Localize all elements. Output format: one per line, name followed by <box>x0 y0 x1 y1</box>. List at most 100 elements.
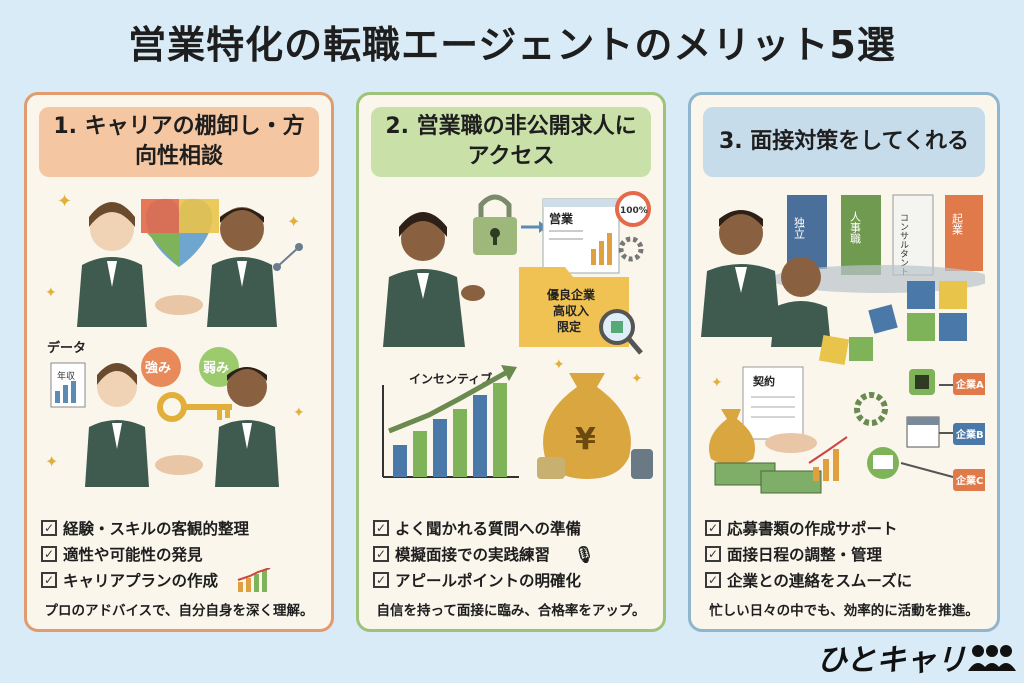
gear-icon <box>854 392 888 426</box>
door-consultant: コンサルタント <box>892 194 934 276</box>
merit-card-1: 1. キャリアの棚卸し・方向性相談 ✦ ✦ ✦ <box>24 92 334 632</box>
bullet-item: ✓経験・スキルの客観的整理 <box>41 515 325 541</box>
svg-text:独立: 独立 <box>793 217 806 239</box>
card-summary: 忙しい日々の中でも、効率的に活動を推進。 <box>709 603 979 619</box>
card-heading: 2. 営業職の非公開求人にアクセス <box>371 107 651 177</box>
gear-icon <box>618 236 644 262</box>
svg-text:100%: 100% <box>620 206 648 216</box>
people-icon <box>968 645 1016 671</box>
brand-logo[interactable]: ひとキャリ <box>817 635 1016 679</box>
money-bag-icon: ¥ <box>543 373 631 479</box>
contract-document-icon: 契約 <box>742 366 804 440</box>
magnifier-icon <box>599 309 643 355</box>
data-label: データ <box>47 340 86 356</box>
consultation-illustration: ✦ ✦ ✦ データ <box>45 191 305 487</box>
merit-card-3: 3. 面接対策をしてくれる 独立 人事職 コンサルタント 起業 <box>688 92 1000 632</box>
checkbox-icon: ✓ <box>373 546 389 562</box>
coin-stack-icon <box>537 449 653 479</box>
company-b-box: 企業B <box>953 423 985 445</box>
person-client-icon <box>771 257 831 347</box>
sales-report-icon: 営業 <box>542 198 620 274</box>
page-title: 営業特化の転職エージェントのメリット5選 <box>128 23 896 67</box>
card-summary: 自信を持って面接に臨み、合格率をアップ。 <box>376 603 646 619</box>
bullet-list: ✓よく聞かれる質問への準備 ✓模擬面接での実践練習 🎙 ✓アピールポイントの明確… <box>373 515 657 593</box>
bullet-list: ✓経験・スキルの客観的整理 ✓適性や可能性の発見 ✓キャリアプランの作成 <box>41 515 325 593</box>
bullet-item: ✓適性や可能性の発見 <box>41 541 325 567</box>
company-c-box: 企業C <box>953 469 985 491</box>
job-access-illustration: 営業 100% 優良企業 高収入 限定 <box>382 191 653 479</box>
door-startup: 起業 <box>945 195 983 271</box>
person-advisor-icon <box>701 210 781 337</box>
person-woman-icon <box>85 363 149 487</box>
puzzle-heart-icon <box>141 198 219 267</box>
svg-text:コンサルタント: コンサルタント <box>898 213 909 276</box>
growth-chart-icon <box>237 568 271 592</box>
handshake-icon <box>155 295 203 315</box>
microphone-icon: 🎙 <box>574 544 595 564</box>
bullet-item: ✓模擬面接での実践練習 🎙 <box>373 541 657 567</box>
bullet-item: ✓よく聞かれる質問への準備 <box>373 515 657 541</box>
card-heading: 3. 面接対策をしてくれる <box>703 107 985 177</box>
handshake-icon <box>155 455 203 475</box>
sparkle-icon: ✦ <box>287 212 300 231</box>
incentive-label: インセンティブ <box>409 371 492 386</box>
company-a-box: 企業A <box>953 373 985 395</box>
person-woman-icon <box>383 212 485 347</box>
person-man-icon <box>215 367 279 487</box>
sparkle-icon: ✦ <box>45 452 58 471</box>
svg-text:¥: ¥ <box>575 422 596 457</box>
svg-text:強み: 強み <box>145 360 171 376</box>
bullet-item: ✓応募書類の作成サポート <box>705 515 989 541</box>
sparkle-icon: ✦ <box>45 285 57 301</box>
door-independent: 独立 <box>787 195 827 269</box>
sparkle-icon: ✦ <box>57 191 72 212</box>
checkbox-icon: ✓ <box>373 520 389 536</box>
svg-text:契約: 契約 <box>752 374 775 388</box>
checkbox-icon: ✓ <box>373 572 389 588</box>
checkbox-icon: ✓ <box>41 572 57 588</box>
mini-chart-icon <box>808 436 848 481</box>
person-man-icon <box>207 207 277 327</box>
checkbox-icon: ✓ <box>705 546 721 562</box>
svg-text:営業: 営業 <box>549 211 574 226</box>
svg-text:起業: 起業 <box>951 213 964 235</box>
svg-text:企業C: 企業C <box>955 474 983 487</box>
strength-badge: 強み <box>141 347 181 387</box>
door-hr: 人事職 <box>841 195 881 275</box>
svg-text:高収入: 高収入 <box>553 303 589 318</box>
bullet-list: ✓応募書類の作成サポート ✓面接日程の調整・管理 ✓企業との連絡をスムーズに <box>705 515 989 593</box>
svg-text:企業A: 企業A <box>955 378 984 391</box>
checkbox-icon: ✓ <box>705 572 721 588</box>
person-woman-icon <box>77 202 147 327</box>
lock-icon <box>473 194 517 255</box>
bullet-item: ✓アピールポイントの明確化 <box>373 567 657 593</box>
sparkle-icon: ✦ <box>711 375 723 391</box>
bullet-item: ✓キャリアプランの作成 <box>41 567 325 593</box>
percent-gauge-icon: 100% <box>615 191 651 227</box>
merit-card-2: 2. 営業職の非公開求人にアクセス 営業 100% 優良企業 高 <box>356 92 666 632</box>
svg-text:弱み: 弱み <box>203 360 229 376</box>
sparkle-icon: ✦ <box>631 371 643 387</box>
checkbox-icon: ✓ <box>41 546 57 562</box>
career-doors-illustration: 独立 人事職 コンサルタント 起業 <box>701 194 985 494</box>
income-document-icon: 年収 <box>50 362 86 408</box>
card-summary: プロのアドバイスで、自分自身を深く理解。 <box>44 603 314 619</box>
handshake-icon <box>765 433 817 453</box>
card-heading: 1. キャリアの棚卸し・方向性相談 <box>39 107 319 177</box>
bullet-item: ✓企業との連絡をスムーズに <box>705 567 989 593</box>
svg-text:人事職: 人事職 <box>849 211 862 244</box>
bullet-item: ✓面接日程の調整・管理 <box>705 541 989 567</box>
svg-text:優良企業: 優良企業 <box>546 287 596 302</box>
sparkle-icon: ✦ <box>293 405 305 421</box>
svg-text:年収: 年収 <box>57 370 75 382</box>
money-bag-icon <box>709 409 755 465</box>
puzzle-pieces-icon <box>818 281 967 366</box>
checkbox-icon: ✓ <box>41 520 57 536</box>
svg-text:限定: 限定 <box>557 319 581 334</box>
mail-icon <box>867 447 899 479</box>
incentive-chart <box>382 365 519 478</box>
svg-text:企業B: 企業B <box>955 428 984 441</box>
logo-text: ひとキャリ <box>816 643 966 678</box>
checkbox-icon: ✓ <box>705 520 721 536</box>
sparkle-icon: ✦ <box>553 357 565 373</box>
